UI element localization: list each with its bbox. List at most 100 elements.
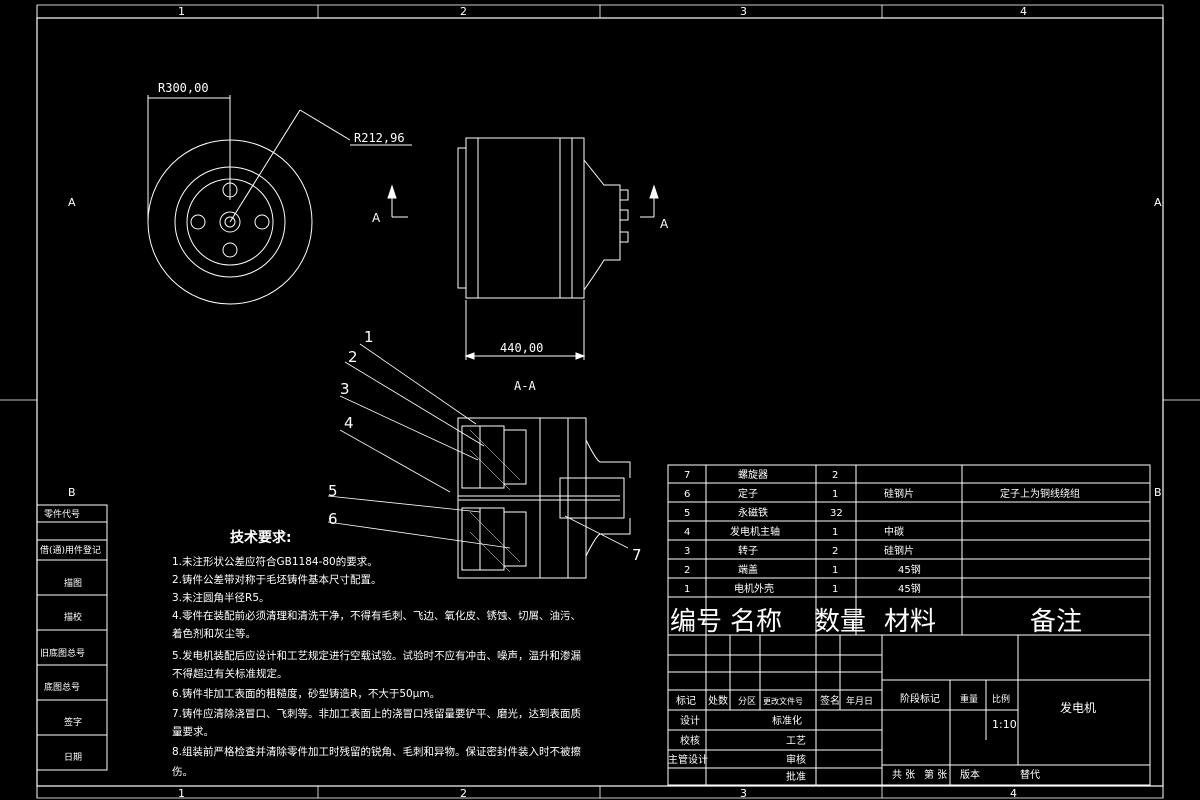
balloon-3: 3 xyxy=(340,380,350,398)
bom-name: 端盖 xyxy=(738,563,758,576)
bom-qty: 1 xyxy=(832,565,838,576)
section-view xyxy=(457,417,631,579)
tech-req-item: 7.铸件应清除浇冒口、飞刺等。非加工表面上的浇冒口残留量要铲平、磨光，达到表面质 xyxy=(172,707,581,720)
zone-col-4: 4 xyxy=(1020,5,1027,18)
tb-mark: 标记 xyxy=(676,695,696,707)
bom-no: 1 xyxy=(684,584,690,595)
bom-header-no: 编号 xyxy=(670,607,722,637)
bom-qty: 2 xyxy=(832,470,838,481)
bom-name: 定子 xyxy=(738,487,758,500)
bom-name: 电机外壳 xyxy=(734,582,774,595)
tech-req-item: 量要求。 xyxy=(172,726,214,738)
side-label-part-code: 零件代号 xyxy=(44,508,80,520)
section-label-right: A xyxy=(660,217,669,231)
balloon-7: 7 xyxy=(632,546,642,564)
bom-material: 45钢 xyxy=(898,563,921,576)
front-view xyxy=(147,95,412,305)
bom-qty: 1 xyxy=(832,584,838,595)
zone-row-b-left: B xyxy=(68,486,76,499)
zone-col-2-bottom: 2 xyxy=(460,787,467,800)
dim-outer-radius: R300,00 xyxy=(158,81,209,95)
balloon-4: 4 xyxy=(344,414,354,432)
tb-change-doc: 更改文件号 xyxy=(763,696,803,706)
balloon-5: 5 xyxy=(328,482,338,500)
tech-req-item: 8.组装前严格检查并清除零件加工时残留的锐角、毛刺和异物。保证密封件装入时不被擦 xyxy=(172,745,582,758)
tech-req-item: 2.铸件公差带对称于毛坯铸件基本尺寸配置。 xyxy=(172,573,382,586)
section-arrow-left xyxy=(387,184,408,218)
side-view xyxy=(457,137,629,360)
balloon-6: 6 xyxy=(328,510,338,528)
side-label-shared-part: 借(通)用件登记 xyxy=(40,544,101,556)
zone-row-b-right: B xyxy=(1154,486,1162,499)
bom-name: 发电机主轴 xyxy=(730,525,780,538)
tb-sign: 签名 xyxy=(820,694,840,707)
tb-process: 工艺 xyxy=(786,735,806,747)
tb-chief: 主管设计 xyxy=(668,753,708,766)
tech-req-item: 1.未注形状公差应符合GB1184-80的要求。 xyxy=(172,555,378,568)
bom-qty: 1 xyxy=(832,527,838,538)
zone-col-3: 3 xyxy=(740,5,747,18)
tb-standard: 标准化 xyxy=(772,714,802,727)
tb-count: 处数 xyxy=(708,694,728,707)
tech-req-title: 技术要求: xyxy=(230,529,292,546)
bom-name: 永磁铁 xyxy=(738,506,768,519)
tb-date: 年月日 xyxy=(846,695,873,707)
bom-no: 6 xyxy=(684,489,690,500)
tb-scale: 1:10 xyxy=(992,718,1017,731)
dim-inner-radius: R212,96 xyxy=(354,131,405,145)
bom-rows: 7 螺旋器 2 6 定子 1 硅钢片 定子上为铜线绕组 5 永磁铁 3 2 4 发… xyxy=(684,468,1080,595)
tb-replace: 替代 xyxy=(1020,768,1040,781)
tech-req-item: 着色剂和灰尘等。 xyxy=(172,627,256,640)
bom-material: 中碳 xyxy=(884,525,904,538)
bom-qty: 1 xyxy=(832,489,838,500)
zone-col-1-bottom: 1 xyxy=(178,787,185,800)
side-label-date: 日期 xyxy=(64,752,82,763)
balloon-1: 1 xyxy=(364,328,374,346)
dim-length: 440,00 xyxy=(500,341,543,355)
tech-req-list: 1.未注形状公差应符合GB1184-80的要求。 2.铸件公差带对称于毛坯铸件基… xyxy=(172,555,582,778)
section-label-left: A xyxy=(372,211,381,225)
zone-row-a-right: A xyxy=(1154,196,1162,209)
zone-col-2: 2 xyxy=(460,5,467,18)
bom-name: 转子 xyxy=(738,544,758,557)
bom-material: 硅钢片 xyxy=(884,487,914,500)
bom-no: 7 xyxy=(684,470,690,481)
zone-col-3-bottom: 3 xyxy=(740,787,747,800)
bom-header-qty: 数量 xyxy=(814,607,866,637)
tb-zone: 分区 xyxy=(738,696,756,707)
zone-row-a-left: A xyxy=(68,196,76,209)
tech-req-item: 3.未注圆角半径R5。 xyxy=(172,591,270,604)
tb-sheet-total: 共 张 xyxy=(892,769,915,781)
side-label-old-base-no: 旧底图总号 xyxy=(40,647,85,659)
bom-material: 硅钢片 xyxy=(884,544,914,557)
tb-drawing-name: 发电机 xyxy=(1060,700,1096,715)
bom-no: 3 xyxy=(684,546,690,557)
tb-weight: 重量 xyxy=(960,693,978,705)
bom-qty: 2 xyxy=(832,546,838,557)
title-block xyxy=(667,634,1151,786)
side-register: 零件代号 借(通)用件登记 描图 描校 旧底图总号 底图总号 签字 日期 xyxy=(36,504,108,771)
tb-scale-label: 比例 xyxy=(992,693,1010,705)
tech-req-item: 6.铸件非加工表面的粗糙度，砂型铸造R，不大于50μm。 xyxy=(172,687,440,700)
bom-no: 5 xyxy=(684,508,690,519)
tech-req-item: 4.零件在装配前必须清理和清洗干净，不得有毛刺、飞边、氧化皮、锈蚀、切屑、油污、 xyxy=(172,609,581,622)
tb-review: 审核 xyxy=(786,753,806,766)
bom-name: 螺旋器 xyxy=(738,468,768,481)
section-title: A-A xyxy=(514,379,536,393)
bom-no: 2 xyxy=(684,565,690,576)
zone-col-4-bottom: 4 xyxy=(1010,787,1017,800)
bom-header-note: 备注 xyxy=(1030,607,1082,637)
tb-design: 设计 xyxy=(680,714,700,727)
bom-no: 4 xyxy=(684,527,690,538)
bom-note: 定子上为铜线绕组 xyxy=(1000,487,1080,500)
tech-req-item: 伤。 xyxy=(172,765,193,778)
tb-stage: 阶段标记 xyxy=(900,692,940,705)
title-block-text: 标记 处数 分区 更改文件号 签名 年月日 设计 标准化 校核 工艺 主管设计 … xyxy=(668,692,1096,783)
section-arrow-right xyxy=(640,184,659,218)
tb-approve: 批准 xyxy=(786,770,806,783)
side-label-trace-check: 描校 xyxy=(64,611,82,623)
zone-col-1: 1 xyxy=(178,5,185,18)
leader-lines xyxy=(327,343,629,549)
bom-header-material: 材料 xyxy=(884,607,936,637)
